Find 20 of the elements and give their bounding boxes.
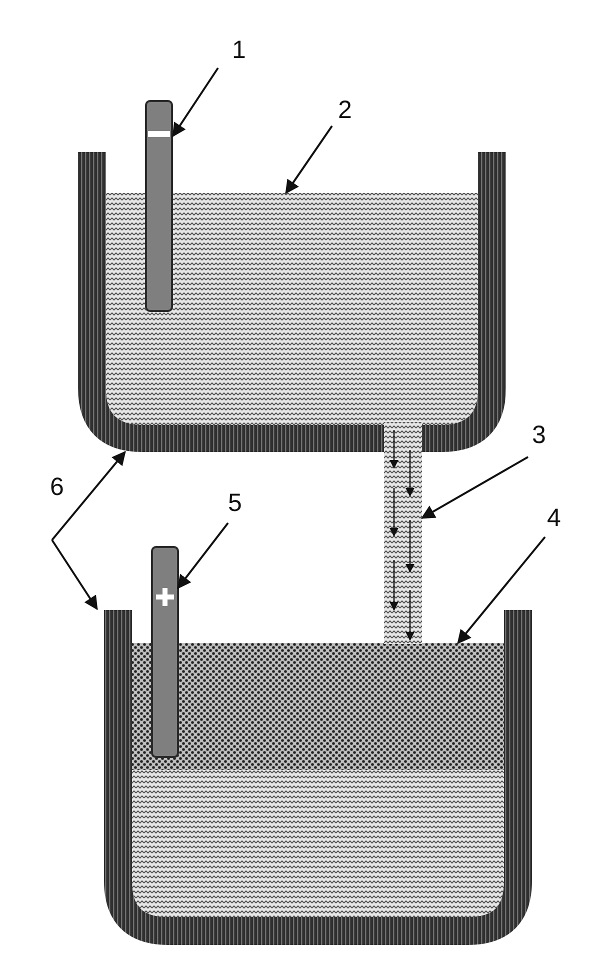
callout-number: 1	[232, 36, 246, 64]
callout-number: 5	[228, 489, 242, 517]
vessel	[78, 152, 506, 452]
leader-line	[457, 536, 546, 644]
callout-number: 2	[338, 96, 352, 124]
liquid	[106, 193, 478, 425]
leader-line	[177, 522, 229, 590]
leader-line	[51, 539, 98, 610]
liquid-stream	[384, 422, 422, 644]
leader-line	[172, 67, 219, 138]
leader-line	[51, 450, 126, 541]
callout-number: 4	[547, 504, 561, 532]
electrode	[145, 100, 173, 312]
callout-number: 6	[50, 473, 64, 501]
electrode	[151, 546, 179, 758]
leader-line	[420, 456, 528, 519]
particle-layer	[132, 643, 504, 770]
callout-number: 3	[532, 421, 546, 449]
leader-line	[285, 125, 333, 194]
vessel	[104, 610, 532, 945]
